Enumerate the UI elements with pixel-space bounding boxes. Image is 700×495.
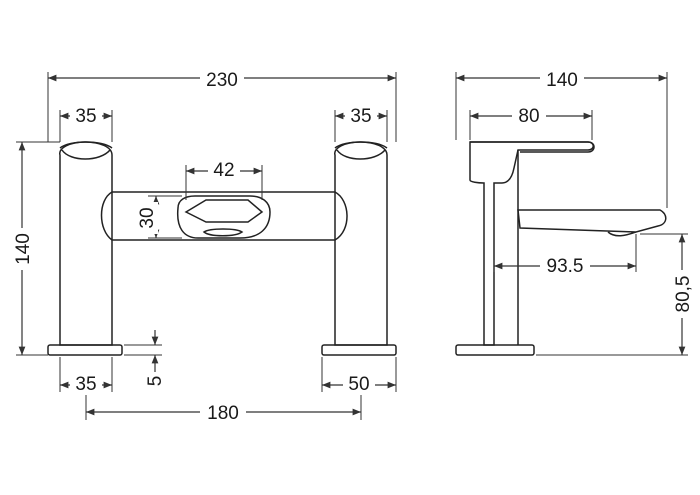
dim-handle-right: 35 (350, 106, 371, 127)
left-base (47, 344, 123, 356)
left-pillar (59, 141, 113, 346)
right-base (321, 344, 397, 356)
side-dimensions: 140 80 93.5 80,5 (455, 66, 694, 356)
side-view (455, 141, 667, 356)
dim-handle-left: 35 (75, 106, 96, 127)
side-lever (470, 141, 595, 153)
front-view (47, 141, 397, 356)
right-handle (334, 141, 388, 160)
dim-front-height: 140 (13, 233, 34, 265)
dim-spout-width: 42 (213, 160, 234, 181)
dim-centres: 180 (207, 403, 239, 424)
spout (176, 195, 271, 239)
dim-base-left: 35 (75, 374, 96, 395)
side-body (469, 141, 594, 346)
front-dimensions: 230 35 35 42 30 140 (8, 66, 397, 424)
dim-side-depth: 140 (546, 70, 578, 91)
right-pillar (334, 141, 388, 346)
dim-base-right: 50 (348, 374, 369, 395)
dim-spout-height: 30 (137, 207, 158, 228)
dim-side-spout-height: 80,5 (673, 276, 694, 313)
dim-side-reach: 93.5 (547, 256, 584, 277)
spout-aerator (202, 228, 244, 237)
side-spout (517, 209, 667, 237)
dim-side-handle: 80 (518, 106, 539, 127)
left-handle (59, 141, 113, 160)
dim-base-height: 5 (145, 376, 166, 387)
bridge (100, 191, 348, 241)
dim-front-width: 230 (206, 70, 238, 91)
side-base (455, 344, 535, 356)
spout-outlet (184, 199, 264, 223)
